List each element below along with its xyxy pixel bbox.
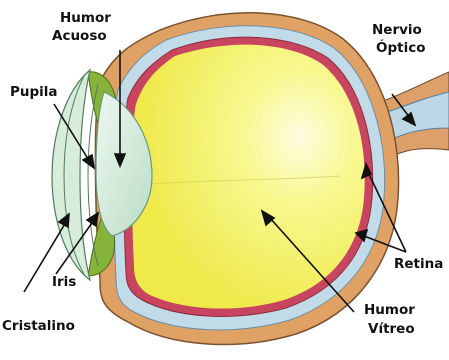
- cornea: [52, 70, 98, 280]
- label-nervio-optico-line1: Nervio: [372, 22, 422, 38]
- label-cristalino: Cristalino: [2, 318, 75, 334]
- label-humor-vitreo-line2: Vítreo: [368, 321, 415, 337]
- label-humor-vitreo-line1: Humor: [364, 302, 415, 318]
- label-humor-acuoso-line1: Humor: [60, 10, 111, 26]
- label-nervio-optico-line2: Óptico: [376, 38, 426, 56]
- label-pupila: Pupila: [10, 84, 58, 100]
- label-iris: Iris: [52, 274, 76, 290]
- label-humor-acuoso-line2: Acuoso: [52, 28, 107, 44]
- label-retina: Retina: [394, 256, 443, 272]
